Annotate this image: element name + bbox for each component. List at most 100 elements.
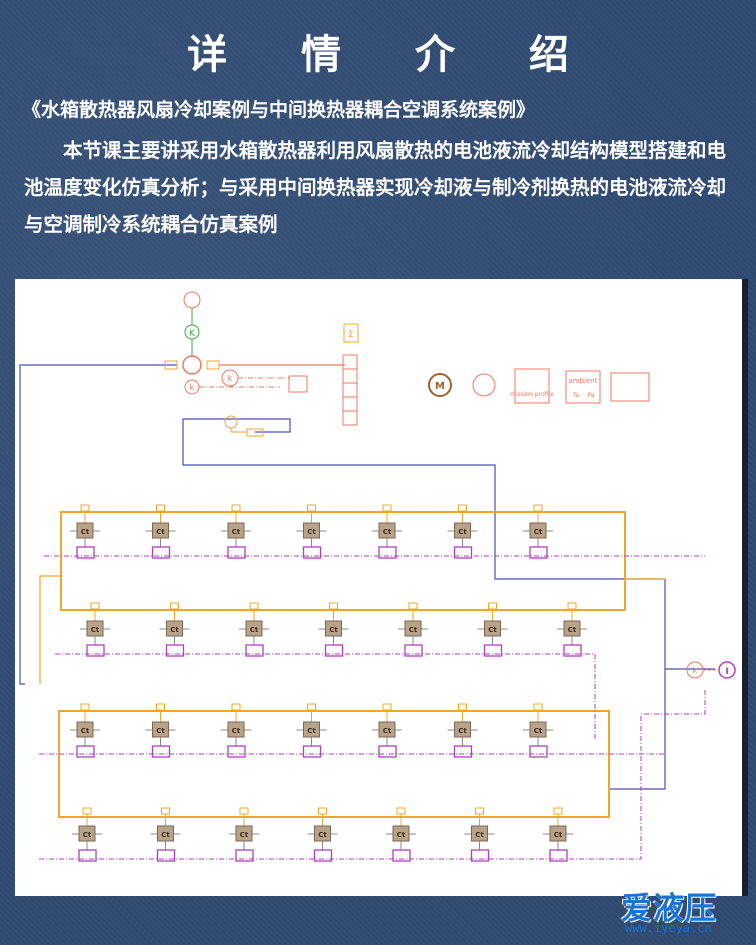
coolant-port — [553, 807, 563, 815]
coolant-port — [156, 504, 165, 512]
fan-gain-label: k — [228, 374, 233, 383]
battery-cell: Ct — [318, 602, 349, 657]
cell-label: Ct — [81, 528, 90, 536]
coolant-port — [533, 504, 543, 512]
battery-cell: Ct — [523, 703, 553, 758]
cell-electrical-block — [549, 849, 568, 862]
mission-profile-label: mission profile — [510, 391, 554, 398]
cell-label: Ct — [488, 626, 497, 634]
driver-icon — [472, 373, 496, 397]
cell-electrical-block — [378, 745, 397, 758]
cell-electrical-block — [392, 849, 411, 862]
cell-label: Ct — [397, 831, 406, 839]
cell-electrical-block — [470, 849, 490, 862]
cell-electrical-block — [563, 644, 582, 657]
fan-icon — [288, 375, 308, 393]
coolant-port — [249, 602, 259, 610]
cell-label: Ct — [250, 626, 259, 634]
cell-electrical-block — [235, 849, 254, 862]
current-source-label: I — [725, 667, 728, 677]
cell-electrical-block — [453, 546, 473, 559]
cell-electrical-block — [76, 546, 95, 559]
simulation-diagram: K k k Σ M — [15, 279, 748, 896]
battery-cell: Ct — [386, 807, 416, 862]
mission-profile-icon — [514, 368, 550, 404]
battery-cell: Ct — [145, 703, 176, 758]
coolant-port — [307, 703, 316, 711]
cell-label: Ct — [156, 528, 165, 536]
coolant-port — [567, 602, 577, 610]
temperature-source-icon — [183, 291, 201, 309]
coolant-port — [231, 703, 241, 711]
coolant-port — [396, 807, 406, 815]
cell-electrical-block — [151, 546, 171, 559]
cell-electrical-block — [302, 546, 322, 559]
battery-cell: Ct — [477, 602, 508, 657]
coolant-port — [408, 602, 418, 610]
cell-label: Ct — [534, 528, 543, 536]
battery-cell: Ct — [447, 504, 478, 559]
coolant-loops — [39, 511, 665, 818]
battery-cell: Ct — [150, 807, 181, 862]
electric-lines — [39, 555, 706, 860]
vehicle-icon — [610, 372, 650, 402]
battery-cell: Ct — [159, 602, 190, 657]
cell-label: Ct — [568, 626, 577, 634]
battery-cell: Ct — [372, 703, 402, 758]
battery-cell: Ct — [80, 602, 110, 657]
cell-electrical-block — [529, 546, 548, 559]
ambient-icon — [565, 370, 601, 404]
coolant-port — [329, 602, 338, 610]
battery-cell: Ct — [447, 703, 478, 758]
cell-label: Ct — [232, 727, 241, 735]
coolant-port — [488, 602, 497, 610]
cell-electrical-block — [78, 849, 97, 862]
coolant-port — [239, 807, 249, 815]
battery-cell: Ct — [145, 504, 176, 559]
cell-electrical-block — [302, 745, 322, 758]
current-sensor: k I — [686, 661, 736, 679]
cell-electrical-block — [378, 546, 397, 559]
page-title: 详 情 介 绍 — [187, 32, 599, 78]
battery-cell: Ct — [72, 807, 102, 862]
coolant-port — [80, 504, 90, 512]
cell-electrical-block — [313, 849, 333, 862]
coolant-port — [231, 504, 241, 512]
cell-label: Ct — [383, 528, 392, 536]
battery-cell: Ct — [464, 807, 495, 862]
gain-label: k — [190, 383, 195, 392]
motor-icon — [428, 373, 452, 397]
coolant-port — [475, 807, 484, 815]
battery-cell: Ct — [229, 807, 259, 862]
battery-cell: Ct — [296, 703, 327, 758]
coolant-port — [533, 703, 543, 711]
cell-electrical-block — [483, 644, 503, 657]
ambient-temp-label: Ta — [572, 392, 580, 399]
cell-electrical-block — [245, 644, 264, 657]
cell-electrical-block — [227, 745, 246, 758]
cell-label: Ct — [383, 727, 392, 735]
battery-cell: Ct — [221, 703, 251, 758]
cell-label: Ct — [91, 626, 100, 634]
battery-cell: Ct — [221, 504, 251, 559]
battery-cell: Ct — [557, 602, 587, 657]
course-title: 《水箱散热器风扇冷却案例与中间换热器耦合空调系统案例》 — [22, 99, 536, 121]
coolant-port — [90, 602, 100, 610]
cell-label: Ct — [475, 831, 484, 839]
flow-sensor-icon — [224, 415, 238, 429]
battery-cell: Ct — [398, 602, 428, 657]
coolant-port — [82, 807, 92, 815]
cell-label: Ct — [307, 727, 316, 735]
battery-cell: Ct — [307, 807, 338, 862]
cell-label: Ct — [534, 727, 543, 735]
coolant-port — [80, 703, 90, 711]
cell-electrical-block — [151, 745, 171, 758]
cell-electrical-block — [529, 745, 548, 758]
cell-label: Ct — [329, 626, 338, 634]
coolant-port — [170, 602, 179, 610]
cell-label: Ct — [318, 831, 327, 839]
hydraulic-lines — [19, 364, 715, 790]
pump-parameter-label: K — [189, 329, 196, 339]
battery-cell: Ct — [372, 504, 402, 559]
